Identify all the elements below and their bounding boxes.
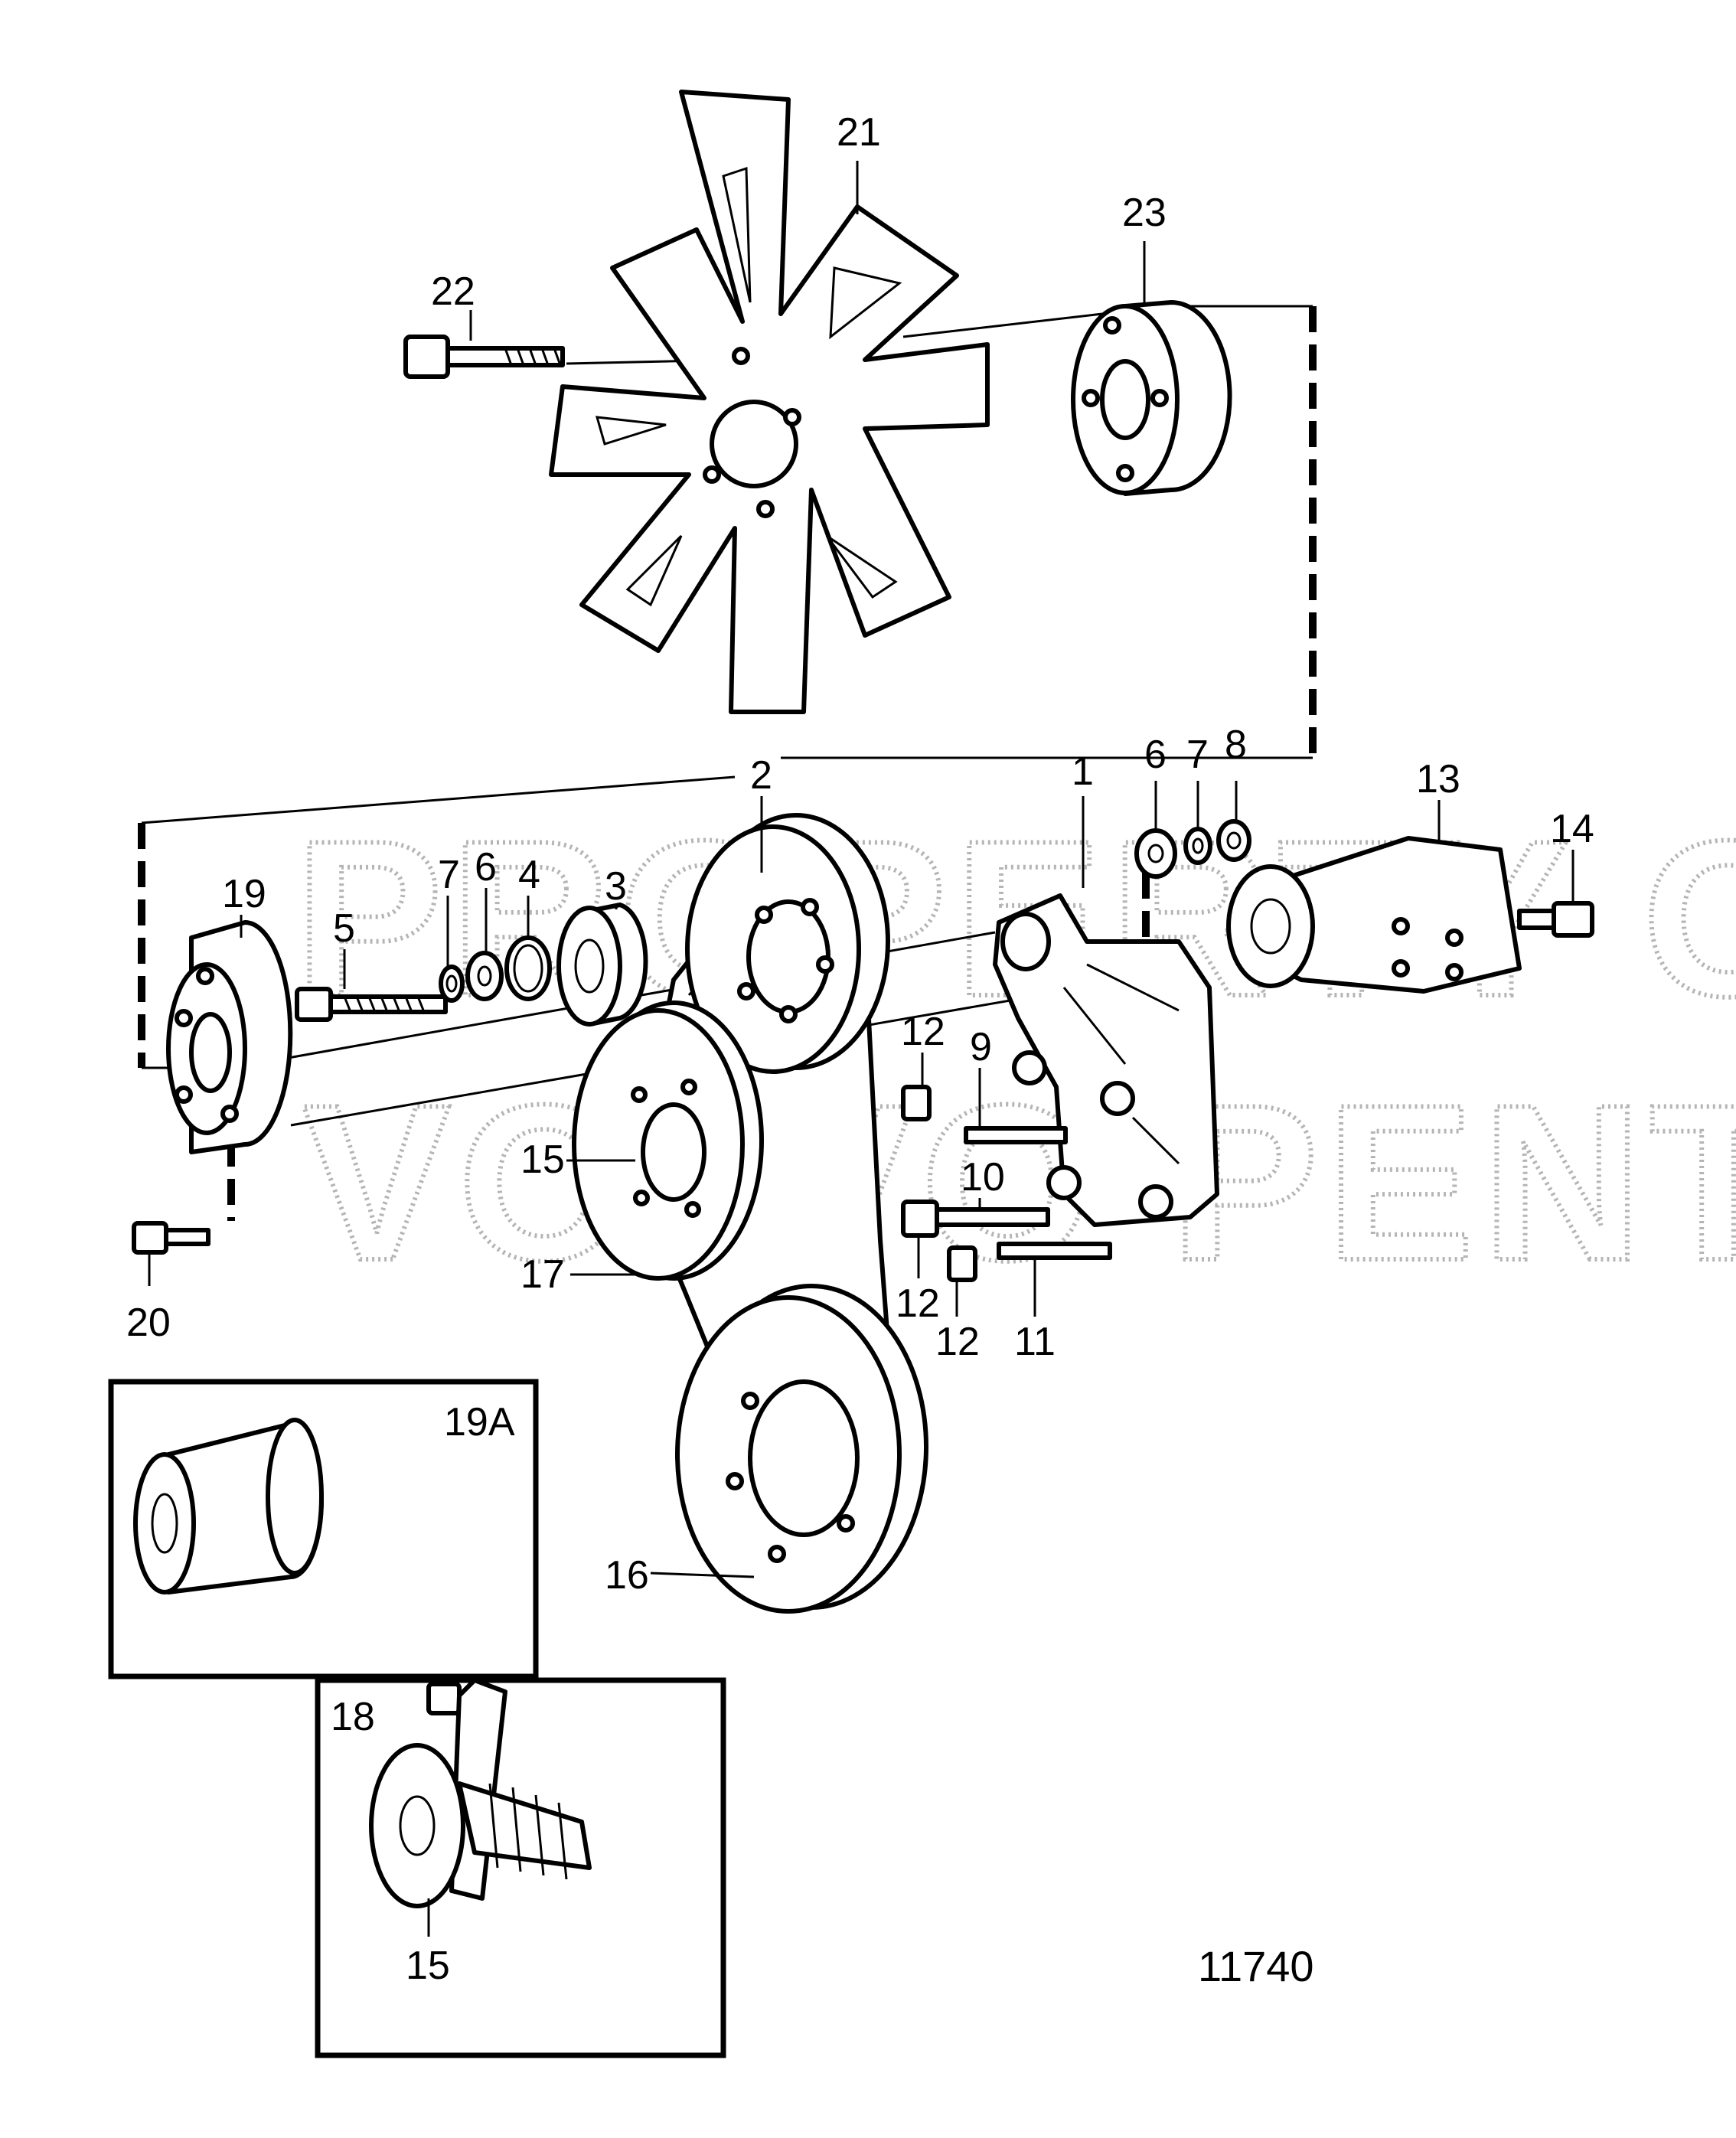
callout-12-top: 12 xyxy=(901,1010,945,1054)
callout-8: 8 xyxy=(1225,723,1247,767)
stud-part-11 xyxy=(997,1242,1112,1260)
spacer-part-23 xyxy=(1071,300,1232,496)
callout-12-right: 12 xyxy=(935,1320,980,1364)
watermark-line-2: VOLVO PENTA xyxy=(302,1059,1736,1307)
callout-11: 11 xyxy=(1014,1320,1056,1364)
callout-19: 19 xyxy=(222,872,266,916)
callout-4: 4 xyxy=(518,853,540,897)
bracket-part-1 xyxy=(993,893,1219,1227)
callout-19a: 19A xyxy=(444,1400,515,1444)
callout-12-left: 12 xyxy=(896,1281,940,1326)
washer-part-6-upper xyxy=(1134,828,1177,879)
callout-9: 9 xyxy=(970,1025,992,1069)
callout-23: 23 xyxy=(1122,191,1167,235)
callout-17: 17 xyxy=(520,1252,565,1297)
callout-21: 21 xyxy=(837,110,881,155)
callout-7-lower: 7 xyxy=(438,853,460,897)
tension-arm-part-13 xyxy=(1226,836,1522,994)
hub-part-19 xyxy=(166,920,293,1154)
bolt-part-20 xyxy=(132,1221,210,1255)
bolt-part-10 xyxy=(901,1200,1050,1238)
washer-part-6 xyxy=(465,951,504,1001)
circlip-part-4 xyxy=(504,935,552,1001)
inset-box-19a xyxy=(108,1379,539,1679)
washer-part-7-upper xyxy=(1183,827,1212,865)
nut-part-12-top xyxy=(901,1085,932,1121)
callout-14: 14 xyxy=(1550,807,1594,851)
bearing-part-3 xyxy=(556,903,648,1027)
figure-number: 11740 xyxy=(1198,1942,1314,1990)
callout-22: 22 xyxy=(431,269,475,314)
callout-15: 15 xyxy=(520,1138,565,1182)
callout-16: 16 xyxy=(605,1553,649,1598)
callout-5: 5 xyxy=(333,906,355,951)
leader-lines xyxy=(148,161,1574,1937)
washer-part-7 xyxy=(439,965,465,1003)
pulley-part-16 xyxy=(675,1284,928,1614)
pulley-part-15 xyxy=(572,1000,764,1281)
callout-13: 13 xyxy=(1416,757,1460,801)
stud-part-9 xyxy=(964,1126,1068,1144)
callout-6-lower: 6 xyxy=(475,845,497,889)
bolt-part-5 xyxy=(295,987,448,1022)
callout-7-upper: 7 xyxy=(1186,733,1209,777)
callout-20: 20 xyxy=(126,1301,171,1345)
callout-10: 10 xyxy=(961,1155,1005,1200)
nut-part-8 xyxy=(1216,819,1251,862)
callout-3: 3 xyxy=(605,864,627,909)
nut-part-12-bottom xyxy=(947,1245,977,1282)
bolt-part-22 xyxy=(403,335,565,379)
callout-15-inset: 15 xyxy=(406,1944,450,1988)
pulley-part-2 xyxy=(685,813,890,1074)
inset-box-18 xyxy=(315,1677,726,2058)
callouts: 21 23 22 2 1 6 7 8 13 14 19 5 7 6 4 3 12… xyxy=(126,110,1594,1988)
callout-1: 1 xyxy=(1072,749,1094,794)
callout-2: 2 xyxy=(750,753,772,798)
callout-18: 18 xyxy=(331,1695,375,1739)
watermark: PROPERTY OF VOLVO PENTA xyxy=(292,792,1736,1309)
fan-part-21 xyxy=(549,90,990,714)
callout-6-upper: 6 xyxy=(1144,733,1167,777)
